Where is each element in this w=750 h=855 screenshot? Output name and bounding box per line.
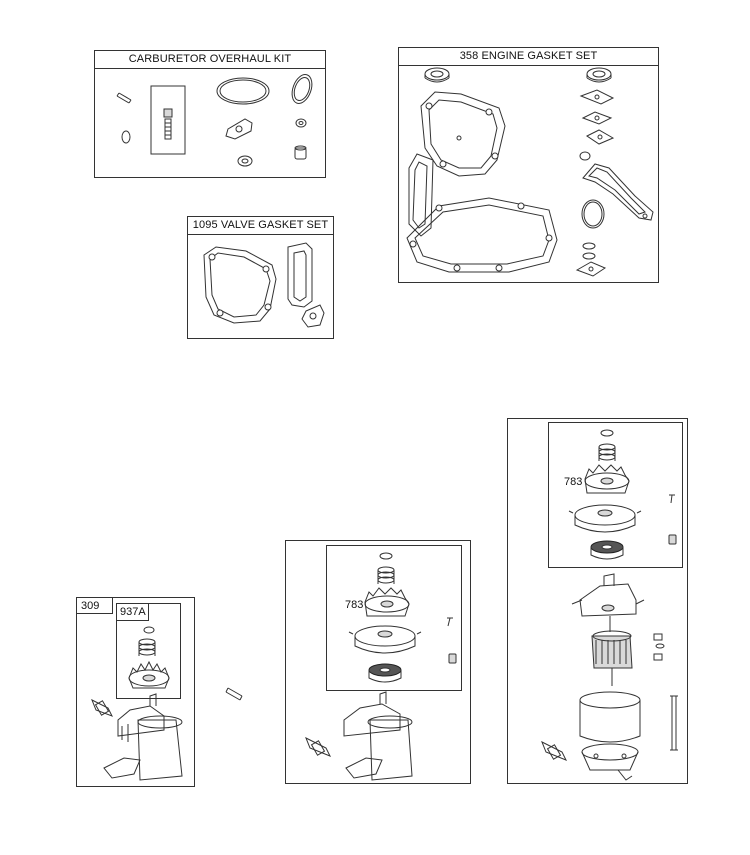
- oil-seal-icon: [425, 68, 449, 82]
- inset-937a-parts: [117, 604, 180, 698]
- gasket-icon: [226, 119, 252, 139]
- head-gasket-icon: [204, 247, 276, 323]
- screw-icon: [447, 618, 453, 626]
- breather-gasket-icon: [583, 164, 653, 220]
- drive-gear-icon: [591, 541, 623, 559]
- nut-icon: [449, 654, 456, 663]
- valve-gasket-set-panel: 1095 VALVE GASKET SET: [187, 216, 334, 339]
- ref-divider: [117, 620, 149, 621]
- spring-icon: [139, 639, 155, 656]
- spring-icon: [599, 444, 615, 461]
- engine-gasket-set-title: 358 ENGINE GASKET SET: [399, 48, 658, 66]
- head-gasket-icon: [421, 92, 505, 176]
- inset-783-right-panel: 783: [548, 422, 683, 568]
- o-ring-icon: [122, 131, 130, 143]
- gasket-icon: [587, 130, 613, 144]
- gasket-icon: [583, 112, 611, 124]
- cap-icon: [569, 505, 641, 532]
- engine-gasket-set-panel: 358 ENGINE GASKET SET: [398, 47, 659, 283]
- inset-783-right-ref: 783: [564, 476, 583, 488]
- o-ring-icon: [288, 72, 315, 106]
- inset-783-middle-panel: 783: [326, 545, 462, 691]
- retaining-ring-icon: [601, 430, 613, 436]
- valve-cover-gasket-icon: [288, 243, 312, 307]
- gear-icon: [365, 588, 409, 616]
- spring-icon: [378, 567, 394, 584]
- needle-icon: [117, 93, 131, 103]
- gear-icon: [129, 662, 169, 688]
- carburetor-kit-title: CARBURETOR OVERHAUL KIT: [95, 51, 325, 69]
- washer-icon: [583, 253, 595, 259]
- crankcase-gasket-icon: [407, 198, 557, 272]
- engine-gasket-parts: [399, 48, 658, 282]
- o-ring-icon: [582, 200, 604, 228]
- gasket-icon: [581, 90, 613, 104]
- drive-gear-icon: [369, 664, 401, 682]
- retaining-ring-icon: [380, 553, 392, 559]
- gasket-icon: [577, 262, 605, 276]
- inset-783-middle-ref: 783: [345, 599, 364, 611]
- carburetor-overhaul-kit-panel: CARBURETOR OVERHAUL KIT: [94, 50, 326, 178]
- screw-icon: [669, 495, 675, 503]
- washer-icon: [296, 119, 306, 127]
- washer-icon: [238, 156, 252, 166]
- starter-309-ref: 309: [81, 600, 100, 612]
- inset-937a-ref: 937A: [120, 606, 146, 618]
- cap-icon: [349, 626, 421, 653]
- oil-seal-icon: [587, 68, 611, 82]
- ref-divider: [148, 604, 149, 620]
- inset-783-right-parts: [549, 423, 682, 567]
- retaining-ring-icon: [144, 627, 154, 633]
- valve-gasket-parts: [188, 217, 333, 338]
- ref-divider: [112, 598, 113, 613]
- inset-937a-panel: 937A: [116, 603, 181, 699]
- float-needle-icon: [164, 109, 172, 139]
- gasket-icon: [409, 154, 433, 236]
- o-ring-icon: [580, 152, 590, 160]
- gasket-icon: [302, 305, 324, 327]
- screw-icon: [226, 688, 242, 700]
- gear-icon: [585, 465, 629, 493]
- carburetor-kit-parts: [95, 51, 325, 177]
- valve-gasket-set-title: 1095 VALVE GASKET SET: [188, 217, 333, 235]
- gasket-ring-icon: [217, 78, 269, 104]
- float-needle-box: [151, 86, 185, 154]
- ref-divider: [77, 613, 113, 614]
- plug-icon: [295, 146, 306, 159]
- nut-icon: [669, 535, 676, 544]
- washer-icon: [583, 243, 595, 249]
- inset-783-middle-parts: [327, 546, 461, 690]
